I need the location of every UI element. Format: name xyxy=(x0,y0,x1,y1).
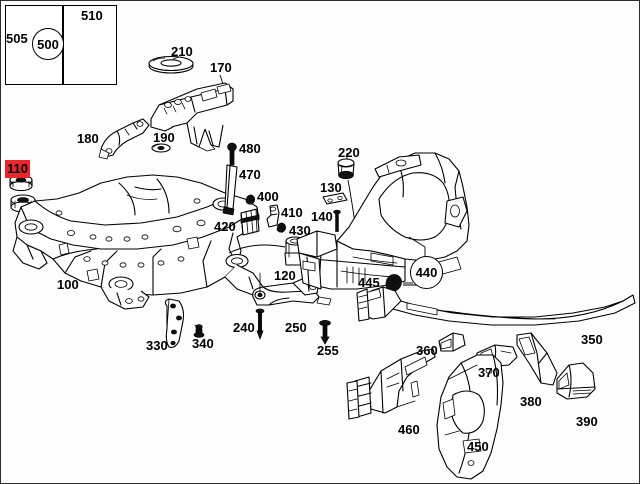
callout-420: 420 xyxy=(214,220,236,233)
callout-445: 445 xyxy=(358,276,380,289)
callout-420-text: 420 xyxy=(214,219,236,234)
callout-340: 340 xyxy=(192,337,214,350)
part-430-shape xyxy=(276,222,287,233)
part-420-shape xyxy=(240,208,260,236)
callout-470: 470 xyxy=(239,168,261,181)
part-140-shape xyxy=(333,209,341,232)
callout-220-text: 220 xyxy=(338,145,360,160)
callout-180: 180 xyxy=(77,132,99,145)
callout-140: 140 xyxy=(311,210,333,223)
callout-255: 255 xyxy=(317,344,339,357)
part-130-shape xyxy=(322,192,348,205)
callout-380: 380 xyxy=(520,395,542,408)
callout-480: 480 xyxy=(239,142,261,155)
part-340-shape xyxy=(193,324,205,338)
callout-410: 410 xyxy=(281,206,303,219)
callout-140-text: 140 xyxy=(311,209,333,224)
callout-370: 370 xyxy=(478,366,500,379)
callout-240-text: 240 xyxy=(233,320,255,335)
leader-440-top xyxy=(408,236,426,248)
part-400-shape xyxy=(245,194,256,205)
callout-340-text: 340 xyxy=(192,336,214,351)
part-390-shape xyxy=(556,362,596,400)
callout-255-text: 255 xyxy=(317,343,339,358)
callout-100: 100 xyxy=(57,278,79,291)
callout-350: 350 xyxy=(581,333,603,346)
part-100-subframe-shape xyxy=(12,174,264,310)
callout-210-text: 210 xyxy=(171,44,193,59)
callout-440: 440 xyxy=(410,256,443,289)
callout-110-text: 110 xyxy=(7,161,28,176)
callout-120-text: 120 xyxy=(274,268,296,283)
callout-360-text: 360 xyxy=(416,343,438,358)
part-170-shape xyxy=(150,82,234,152)
inset-box-right xyxy=(63,5,117,85)
part-330-shape xyxy=(164,298,185,348)
part-410-shape xyxy=(266,204,280,228)
callout-445-text: 445 xyxy=(358,275,380,290)
callout-330: 330 xyxy=(146,339,168,352)
callout-120: 120 xyxy=(274,269,296,282)
part-210-shape xyxy=(148,55,194,74)
callout-505-text: 505 xyxy=(6,31,28,46)
part-255-shape xyxy=(319,320,331,345)
callout-390: 390 xyxy=(576,415,598,428)
callout-460: 460 xyxy=(398,423,420,436)
part-445-shape xyxy=(385,274,413,292)
callout-100-text: 100 xyxy=(57,277,79,292)
callout-180-text: 180 xyxy=(77,131,99,146)
callout-430: 430 xyxy=(289,224,311,237)
callout-390-text: 390 xyxy=(576,414,598,429)
callout-250-text: 250 xyxy=(285,320,307,335)
part-180-shape xyxy=(98,118,150,160)
callout-480-text: 480 xyxy=(239,141,261,156)
callout-430-text: 430 xyxy=(289,223,311,238)
part-240-shape xyxy=(255,272,265,340)
part-360-shape xyxy=(438,332,466,352)
callout-110-highlighted: 110 xyxy=(5,160,30,178)
callout-470-text: 470 xyxy=(239,167,261,182)
callout-190-text: 190 xyxy=(153,130,175,145)
callout-500: 500 xyxy=(32,28,64,60)
callout-400: 400 xyxy=(257,190,279,203)
callout-450-text: 450 xyxy=(467,439,489,454)
callout-500-text: 500 xyxy=(37,36,59,52)
callout-460-text: 460 xyxy=(398,422,420,437)
callout-510-text: 510 xyxy=(81,8,103,23)
callout-220: 220 xyxy=(338,146,360,159)
part-460-shape xyxy=(346,348,436,420)
callout-370-text: 370 xyxy=(478,365,500,380)
part-190-shape xyxy=(151,143,171,153)
callout-350-text: 350 xyxy=(581,332,603,347)
callout-130-text: 130 xyxy=(320,180,342,195)
part-450-shape xyxy=(436,354,504,480)
callout-410-text: 410 xyxy=(281,205,303,220)
callout-505: 505 xyxy=(6,32,28,45)
callout-210: 210 xyxy=(171,45,193,58)
callout-170: 170 xyxy=(210,61,232,74)
callout-360: 360 xyxy=(416,344,438,357)
callout-330-text: 330 xyxy=(146,338,168,353)
part-440-shape xyxy=(296,152,470,290)
callout-190: 190 xyxy=(153,131,175,144)
leader-210 xyxy=(172,56,180,60)
callout-250: 250 xyxy=(285,321,307,334)
callout-440-text: 440 xyxy=(415,265,438,280)
part-470-shape xyxy=(222,164,238,216)
part-380-shape xyxy=(516,332,558,386)
callout-450: 450 xyxy=(467,440,489,453)
callout-380-text: 380 xyxy=(520,394,542,409)
leader-170 xyxy=(219,74,224,85)
part-250-shape xyxy=(252,276,332,306)
part-350-shape xyxy=(356,286,636,326)
callout-130: 130 xyxy=(320,181,342,194)
callout-240: 240 xyxy=(233,321,255,334)
callout-400-text: 400 xyxy=(257,189,279,204)
callout-170-text: 170 xyxy=(210,60,232,75)
callout-510: 510 xyxy=(81,9,103,22)
part-480-shape xyxy=(227,142,237,166)
